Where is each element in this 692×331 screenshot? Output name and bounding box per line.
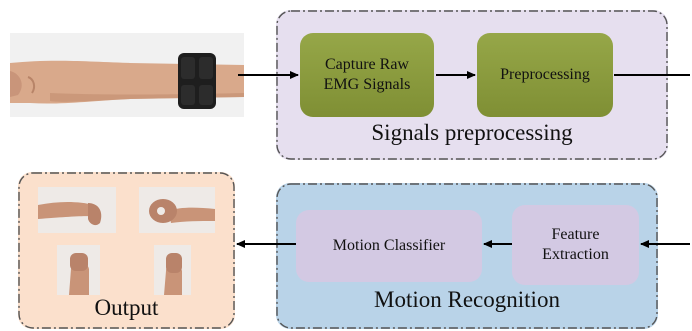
- forearm-armband-photo: [10, 33, 244, 117]
- stage-title-recognition: Motion Recognition: [374, 287, 560, 312]
- feature-box-line2: Extraction: [542, 246, 609, 263]
- feature-box-line1: Feature: [551, 226, 600, 243]
- motion-classifier-label: Motion Classifier: [332, 237, 446, 254]
- wrist-extension-photo: [57, 245, 100, 295]
- capture-box-line1: Capture Raw: [325, 56, 409, 73]
- wrist-flexion-photo: [38, 187, 116, 233]
- capture-raw-emg-box: Capture Raw EMG Signals: [300, 33, 434, 117]
- stage-border: [18, 172, 235, 329]
- stage-title-output: Output: [94, 295, 159, 320]
- capture-box-line2: EMG Signals: [323, 76, 411, 93]
- stage-title-preprocessing: Signals preprocessing: [371, 120, 573, 145]
- stage-border: [276, 10, 668, 160]
- feature-extraction-box: Feature Extraction: [512, 205, 639, 285]
- stage-border: [276, 183, 658, 329]
- preprocessing-box: Preprocessing: [477, 33, 613, 117]
- fist-photo: [139, 187, 215, 233]
- motion-classifier-box: Motion Classifier: [296, 210, 482, 282]
- wrist-radial-photo: [154, 245, 191, 295]
- preprocessing-box-label: Preprocessing: [500, 66, 590, 83]
